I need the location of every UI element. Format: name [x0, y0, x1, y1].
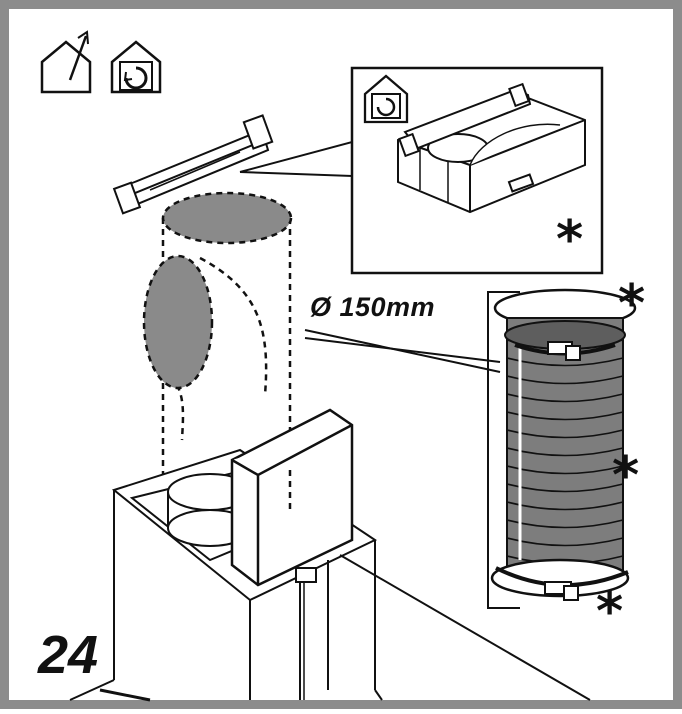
recirculation-mode-icon [110, 40, 162, 94]
optional-marker-pipe: * [612, 446, 640, 506]
pipe-diameter-label: Ø 150mm [310, 292, 436, 322]
inset-panel [350, 66, 604, 275]
recirculation-mode-icon [363, 74, 409, 124]
duct-side-opening [142, 254, 214, 390]
callout-leader-pipe [304, 291, 520, 609]
flexible-duct-pipe [490, 288, 637, 598]
optional-marker-pipe-top: * [618, 274, 646, 334]
ceiling-bracket [112, 114, 274, 215]
charcoal-filter-box [397, 82, 586, 214]
ducted-mode-icon [40, 30, 92, 94]
duct-top-opening [161, 191, 293, 245]
optional-marker-filter: * [556, 210, 584, 270]
optional-marker-clamp: * [596, 582, 624, 642]
motor-box [230, 408, 354, 587]
step-number: 24 [38, 625, 99, 685]
pipe-clamp-bottom [495, 566, 629, 601]
pipe-clamp-top [514, 341, 616, 361]
